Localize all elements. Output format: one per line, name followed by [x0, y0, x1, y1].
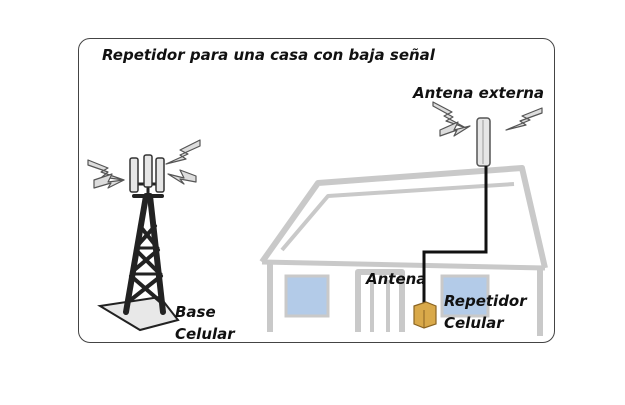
external-antenna-icon — [476, 117, 491, 167]
left-window — [284, 274, 330, 318]
right-window — [440, 274, 490, 318]
antenna-cable — [422, 166, 488, 308]
external-signal-icon — [432, 101, 543, 137]
base-label-line2: Celular — [175, 325, 235, 343]
cell-tower-icon — [97, 168, 180, 332]
repeater-label-line2: Celular — [444, 314, 504, 332]
repeater-icon — [413, 301, 437, 329]
indoor-antenna-label: Antena — [366, 270, 427, 288]
tower-signal-icon — [87, 139, 201, 189]
tower-antenna-panels — [129, 154, 165, 193]
house — [259, 165, 548, 336]
repeater-label-line1: Repetidor — [444, 292, 527, 310]
diagram-title: Repetidor para una casa con baja señal — [102, 46, 435, 64]
base-label-line1: Base — [175, 303, 216, 321]
external-antenna-label: Antena externa — [413, 84, 545, 102]
